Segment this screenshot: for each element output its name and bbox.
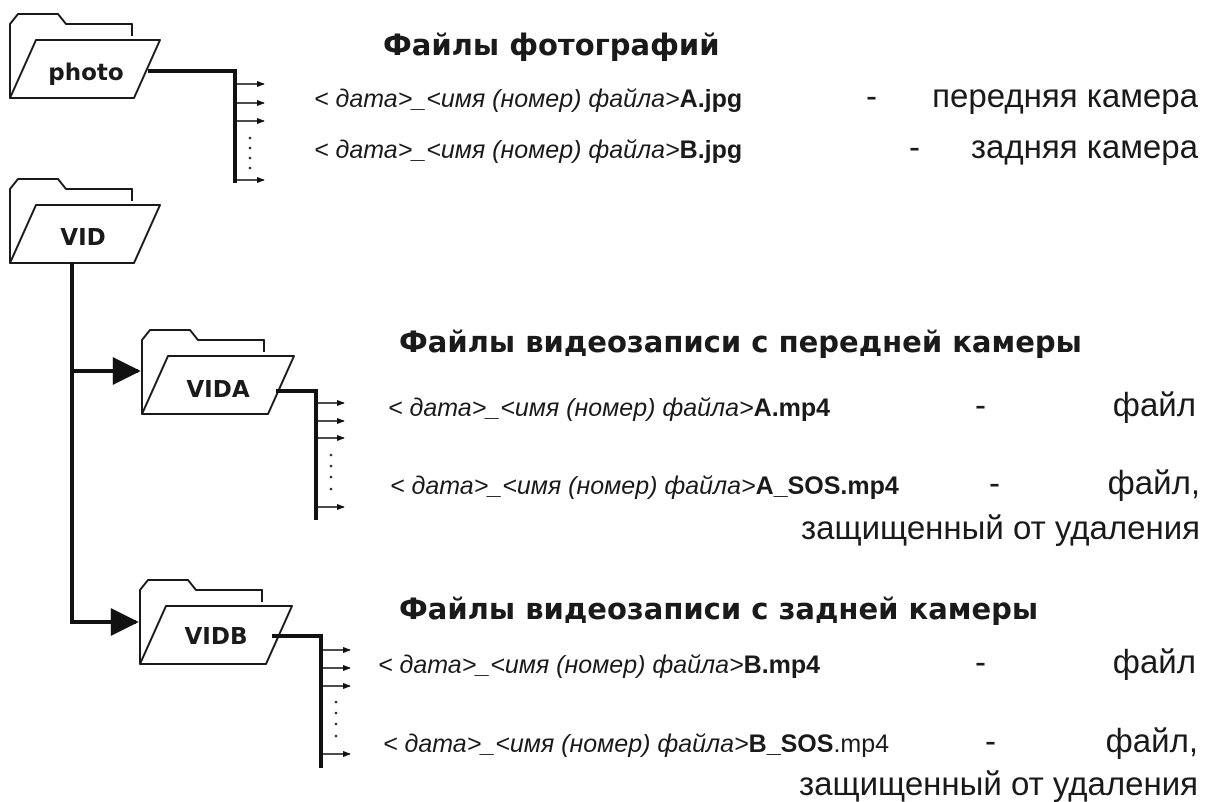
- vida-file-sos: < дата>_<имя (номер) файла>A_SOS.mp4: [390, 472, 899, 500]
- photo-section-title: Файлы фотографий: [383, 28, 720, 62]
- vid-folder-icon: [9, 178, 161, 264]
- vida-desc-regular: файл: [1113, 386, 1196, 423]
- vidb-file-regular: < дата>_<имя (номер) файла>B.mp4: [378, 651, 820, 679]
- vidb-branch-lines: [272, 634, 351, 768]
- vida-branch-lines: [276, 389, 345, 520]
- photo-folder-label: photo: [48, 60, 123, 86]
- vida-folder-icon: [141, 329, 295, 415]
- vid-branch-lines: [70, 263, 141, 636]
- vida-desc-sos: файл,: [1108, 464, 1200, 501]
- vidb-folder-label: VIDB: [185, 624, 248, 650]
- vida-dash-regular: -: [975, 386, 986, 423]
- vida-section-title: Файлы видеозаписи с передней камеры: [399, 325, 1082, 359]
- vidb-desc-sos-line2: защищенный от удаления: [799, 765, 1198, 802]
- photo-file-front: < дата>_<имя (номер) файла>A.jpg: [314, 85, 742, 113]
- vidb-section-title: Файлы видеозаписи с задней камеры: [399, 592, 1038, 626]
- vidb-desc-sos: файл,: [1106, 722, 1198, 759]
- photo-dash-rear: -: [909, 128, 920, 165]
- vidb-dash-regular: -: [975, 643, 986, 680]
- photo-file-rear: < дата>_<имя (номер) файла>B.jpg: [314, 136, 742, 164]
- vidb-desc-regular: файл: [1113, 643, 1196, 680]
- vidb-file-sos: < дата>_<имя (номер) файла>B_SOS.mp4: [383, 730, 889, 758]
- vidb-folder-icon: [139, 579, 293, 665]
- vidb-dash-sos: -: [985, 722, 996, 759]
- vida-dash-sos: -: [989, 464, 1000, 501]
- photo-branch-lines: [148, 69, 265, 184]
- photo-desc-front: передняя камера: [932, 77, 1199, 114]
- vida-desc-sos-line2: защищенный от удаления: [801, 509, 1200, 546]
- vid-folder-label: VID: [60, 225, 105, 251]
- photo-desc-rear: задняя камера: [971, 128, 1199, 165]
- vida-file-regular: < дата>_<имя (номер) файла>A.mp4: [388, 394, 830, 422]
- vida-folder-label: VIDA: [186, 377, 249, 403]
- photo-folder-icon: [9, 13, 161, 99]
- photo-dash-front: -: [866, 77, 877, 114]
